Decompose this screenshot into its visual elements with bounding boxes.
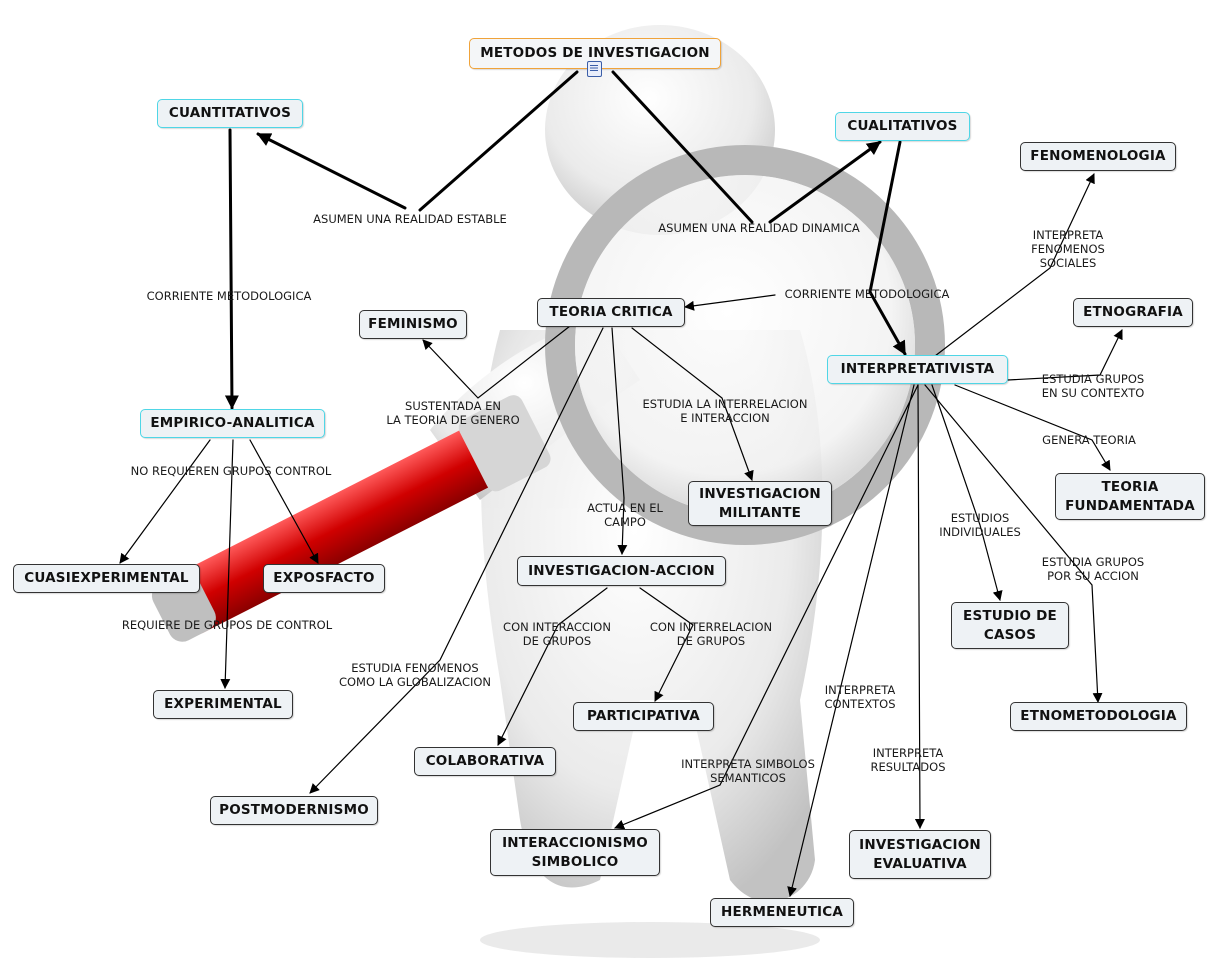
link-interp-etnometodologia <box>924 384 1103 703</box>
link-interp-evaluativa <box>914 384 925 829</box>
node-cuantitativos[interactable]: CUANTITATIVOS <box>157 99 303 128</box>
node-teoria-fundamentada[interactable]: TEORIA FUNDAMENTADA <box>1055 473 1205 520</box>
node-investigacion-militante[interactable]: INVESTIGACION MILITANTE <box>688 481 832 526</box>
node-etnografia[interactable]: ETNOGRAFIA <box>1073 298 1193 327</box>
label-realidad-estable: ASUMEN UNA REALIDAD ESTABLE <box>313 212 507 226</box>
label-corriente-cuantitativa: CORRIENTE METODOLOGICA <box>146 289 312 303</box>
magnifier-collar <box>458 395 551 492</box>
link-accion-participativa <box>639 587 694 702</box>
link-interp-fenomenologia <box>934 173 1095 357</box>
link-root-cualitativos-a <box>611 70 754 224</box>
document-icon[interactable] <box>587 61 602 77</box>
label-interpreta-resultados: INTERPRETA RESULTADOS <box>870 746 946 774</box>
link-root-cuantitativos-b <box>256 132 407 210</box>
link-interpretativista-teoria-critica <box>684 294 776 311</box>
label-requiere-control: REQUIERE DE GRUPOS DE CONTROL <box>121 618 333 632</box>
node-hermeneutica[interactable]: HERMENEUTICA <box>710 898 854 927</box>
link-interp-interaccionismo <box>614 384 919 830</box>
node-feminismo[interactable]: FEMINISMO <box>359 310 467 339</box>
label-interpreta-contextos: INTERPRETA CONTEXTOS <box>824 683 896 711</box>
link-teoria-critica-accion <box>611 327 628 555</box>
link-empirico-cuasi <box>119 439 211 564</box>
magnifier-rim <box>545 145 945 545</box>
label-estudia-interrelacion: ESTUDIA LA INTERRELACION E INTERACCION <box>642 397 808 425</box>
figure-leg-shadow <box>480 922 820 958</box>
link-teoria-critica-feminismo <box>422 325 571 399</box>
node-participativa[interactable]: PARTICIPATIVA <box>573 702 714 731</box>
node-etnometodologia[interactable]: ETNOMETODOLOGIA <box>1010 702 1187 731</box>
link-teoria-critica-postmodernismo <box>309 327 604 794</box>
link-interp-etnografia <box>1007 329 1123 381</box>
label-interpreta-fenomenos: INTERPRETA FENOMENOS SOCIALES <box>1031 228 1105 270</box>
node-cuasiexperimental[interactable]: CUASIEXPERIMENTAL <box>13 564 200 593</box>
label-estudia-accion: ESTUDIA GRUPOS POR SU ACCION <box>1041 555 1145 583</box>
node-exposfacto[interactable]: EXPOSFACTO <box>263 564 385 593</box>
link-teoria-critica-militante <box>631 327 754 481</box>
node-postmodernismo[interactable]: POSTMODERNISMO <box>210 796 378 825</box>
node-investigacion-accion[interactable]: INVESTIGACION-ACCION <box>517 556 726 586</box>
node-interaccionismo-simbolico[interactable]: INTERACCIONISMO SIMBOLICO <box>490 829 660 876</box>
connections <box>119 70 1123 897</box>
label-estudios-individuales: ESTUDIOS INDIVIDUALES <box>939 511 1021 539</box>
link-cualitativos-interpretativista <box>868 140 907 356</box>
link-interp-hermeneutica <box>787 384 915 897</box>
link-accion-colaborativa <box>497 587 608 746</box>
node-teoria-critica[interactable]: TEORIA CRITICA <box>537 298 685 327</box>
link-cuantitativos-empirico <box>224 128 239 410</box>
label-estudia-globalizacion: ESTUDIA FENOMENOS COMO LA GLOBALIZACION <box>338 661 492 689</box>
node-fenomenologia[interactable]: FENOMENOLOGIA <box>1020 142 1176 171</box>
node-experimental[interactable]: EXPERIMENTAL <box>153 690 293 719</box>
link-root-cualitativos-b <box>768 140 882 224</box>
magnifying-glass-icon <box>151 145 945 642</box>
node-colaborativa[interactable]: COLABORATIVA <box>414 747 556 776</box>
label-sustentada: SUSTENTADA EN LA TEORIA DE GENERO <box>386 399 520 427</box>
link-empirico-exposfacto <box>249 439 319 564</box>
node-empirico-analitica[interactable]: EMPIRICO-ANALITICA <box>140 409 325 438</box>
link-empirico-experimental <box>220 439 234 689</box>
node-cualitativos[interactable]: CUALITATIVOS <box>835 112 970 141</box>
node-interpretativista[interactable]: INTERPRETATIVISTA <box>827 355 1008 384</box>
link-interp-estudio-casos <box>931 384 1003 601</box>
label-con-interaccion: CON INTERACCION DE GRUPOS <box>503 620 611 648</box>
link-interp-teoria-fundamentada <box>954 384 1111 471</box>
magnifier-lens <box>575 175 915 515</box>
label-corriente-cualitativa: CORRIENTE METODOLOGICA <box>784 287 950 301</box>
label-no-requieren: NO REQUIEREN GRUPOS CONTROL <box>130 464 332 478</box>
label-con-interrelacion: CON INTERRELACION DE GRUPOS <box>649 620 773 648</box>
node-estudio-de-casos[interactable]: ESTUDIO DE CASOS <box>951 602 1069 649</box>
label-actua-campo: ACTUA EN EL CAMPO <box>587 501 663 529</box>
label-realidad-dinamica: ASUMEN UNA REALIDAD DINAMICA <box>658 221 860 235</box>
link-root-cuantitativos-a <box>418 70 579 212</box>
label-estudia-contexto: ESTUDIA GRUPOS EN SU CONTEXTO <box>1041 372 1145 400</box>
label-genera-teoria: GENERA TEORIA <box>1042 433 1136 447</box>
label-interpreta-simbolos: INTERPRETA SIMBOLOS SEMANTICOS <box>681 757 815 785</box>
magnifier-handle <box>162 428 499 636</box>
node-investigacion-evaluativa[interactable]: INVESTIGACION EVALUATIVA <box>849 830 991 879</box>
